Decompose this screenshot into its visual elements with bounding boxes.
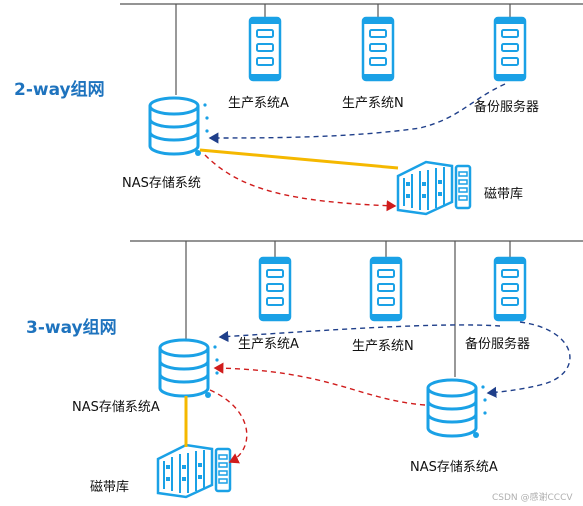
label-3way-prod-n: 生产系统N bbox=[352, 339, 414, 354]
server-icon-3way-prod-n bbox=[369, 256, 403, 322]
tape-library-icon-3way bbox=[156, 443, 232, 499]
server-icon-3way-prod-a bbox=[258, 256, 292, 322]
section-2way-lines bbox=[120, 3, 583, 95]
server-icon-2way-prod-n bbox=[361, 16, 395, 82]
flow-3way-backup-to-nas-left bbox=[218, 324, 501, 343]
tape-library-icon-2way bbox=[396, 160, 472, 216]
label-3way-nas-right: NAS存储系统A bbox=[410, 460, 498, 475]
section-3way-lines bbox=[130, 240, 583, 377]
label-3way-backup: 备份服务器 bbox=[465, 337, 531, 352]
server-icon-2way-prod-a bbox=[248, 16, 282, 82]
storage-icon-3way-nas-left bbox=[158, 338, 221, 400]
flow-2way-backup-to-nas bbox=[208, 83, 506, 144]
link-2way-nas-tape bbox=[199, 148, 399, 170]
server-icon-3way-backup bbox=[493, 256, 527, 322]
storage-icon-2way-nas bbox=[148, 96, 211, 158]
label-2way-prod-n: 生产系统N bbox=[342, 96, 404, 111]
label-2way-tape: 磁带库 bbox=[484, 187, 524, 202]
label-3way-prod-a: 生产系统A bbox=[238, 337, 299, 352]
label-2way-backup: 备份服务器 bbox=[474, 100, 540, 115]
label-3way-tape: 磁带库 bbox=[90, 480, 130, 495]
watermark: CSDN @感谢CCCV bbox=[492, 493, 573, 503]
label-2way-prod-a: 生产系统A bbox=[228, 96, 289, 111]
flow-3way-backup-to-nas-right bbox=[486, 321, 571, 398]
flow-2way-nas-to-tape bbox=[204, 154, 397, 212]
title-3way: 3-way组网 bbox=[26, 318, 117, 338]
title-2way: 2-way组网 bbox=[14, 80, 105, 100]
flow-3way-nas-right-to-left bbox=[213, 362, 426, 406]
label-2way-nas: NAS存储系统 bbox=[122, 176, 201, 191]
server-icon-2way-backup bbox=[493, 16, 527, 82]
storage-icon-3way-nas-right bbox=[426, 378, 489, 440]
flow-3way-nas-to-tape bbox=[209, 389, 248, 464]
label-3way-nas-left: NAS存储系统A bbox=[72, 400, 160, 415]
